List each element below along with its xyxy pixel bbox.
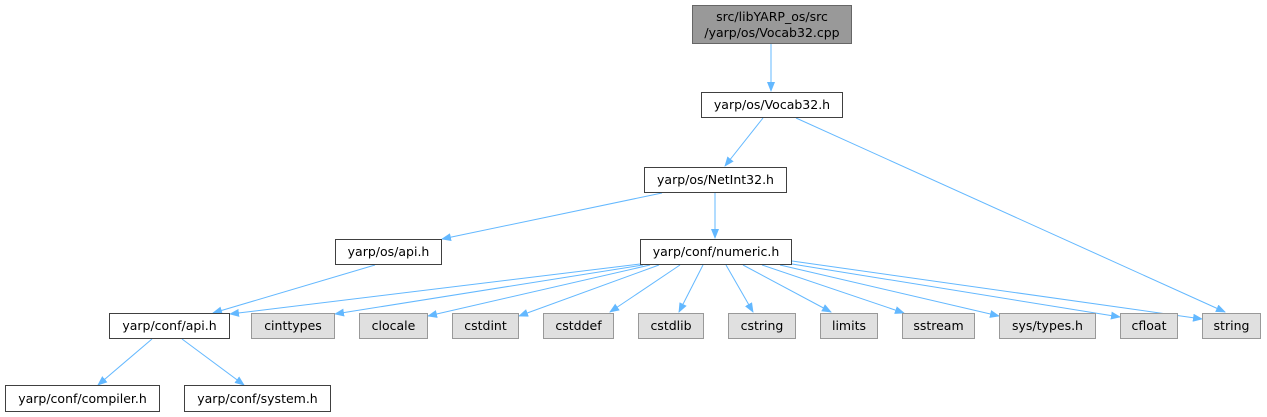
e-numerich-cstddef (609, 264, 681, 313)
e-numerich-cstdint (518, 264, 660, 317)
node-os-api-h[interactable]: yarp/os/api.h (335, 239, 442, 265)
e-osapih-confapih (212, 264, 376, 315)
node-limits[interactable]: limits (820, 313, 878, 339)
e-numerich-cstring (725, 264, 754, 313)
e-numerich-sstream (761, 264, 905, 314)
node-cstdlib[interactable]: cstdlib (638, 313, 704, 339)
node-vocab32-cpp-line2: /yarp/os/Vocab32.cpp (704, 24, 840, 40)
node-sstream[interactable]: sstream (902, 313, 975, 339)
node-conf-compiler-h[interactable]: yarp/conf/compiler.h (5, 385, 160, 412)
node-conf-numeric-h[interactable]: yarp/conf/numeric.h (640, 239, 792, 265)
node-vocab32-cpp-line1: src/libYARP_os/src (716, 8, 828, 24)
e-numerich-string (791, 260, 1203, 322)
node-clocale[interactable]: clocale (359, 313, 428, 339)
e-numerich-cinttypes (334, 264, 644, 317)
node-conf-system-h[interactable]: yarp/conf/system.h (184, 385, 331, 412)
node-vocab32-h[interactable]: yarp/os/Vocab32.h (701, 92, 843, 118)
e-confapih-compilerh (97, 338, 153, 386)
e-numerich-clocale (427, 264, 651, 318)
node-cstdint[interactable]: cstdint (452, 313, 519, 339)
e-numerich-cfloat (791, 263, 1121, 320)
node-sys-types-h[interactable]: sys/types.h (999, 313, 1096, 339)
e-numerich-cstdlib (678, 264, 704, 313)
e-numerich-limits (742, 264, 832, 313)
node-cinttypes[interactable]: cinttypes (251, 313, 335, 339)
node-conf-api-h[interactable]: yarp/conf/api.h (109, 313, 230, 339)
node-cfloat[interactable]: cfloat (1120, 313, 1178, 339)
e-vocab32h-string (795, 117, 1226, 313)
e-confapih-systemh (181, 338, 245, 386)
node-string[interactable]: string (1202, 313, 1261, 339)
e-netint32h-osapih (441, 192, 663, 242)
node-netint32-h[interactable]: yarp/os/NetInt32.h (644, 167, 787, 193)
node-vocab32-cpp[interactable]: src/libYARP_os/src /yarp/os/Vocab32.cpp (692, 5, 852, 44)
node-cstring[interactable]: cstring (728, 313, 796, 339)
node-cstddef[interactable]: cstddef (543, 313, 614, 339)
e-vocab32h-netint32h (724, 117, 764, 167)
e-numerich-systypesh (779, 264, 1000, 318)
e-numerich-confapih (229, 263, 641, 317)
